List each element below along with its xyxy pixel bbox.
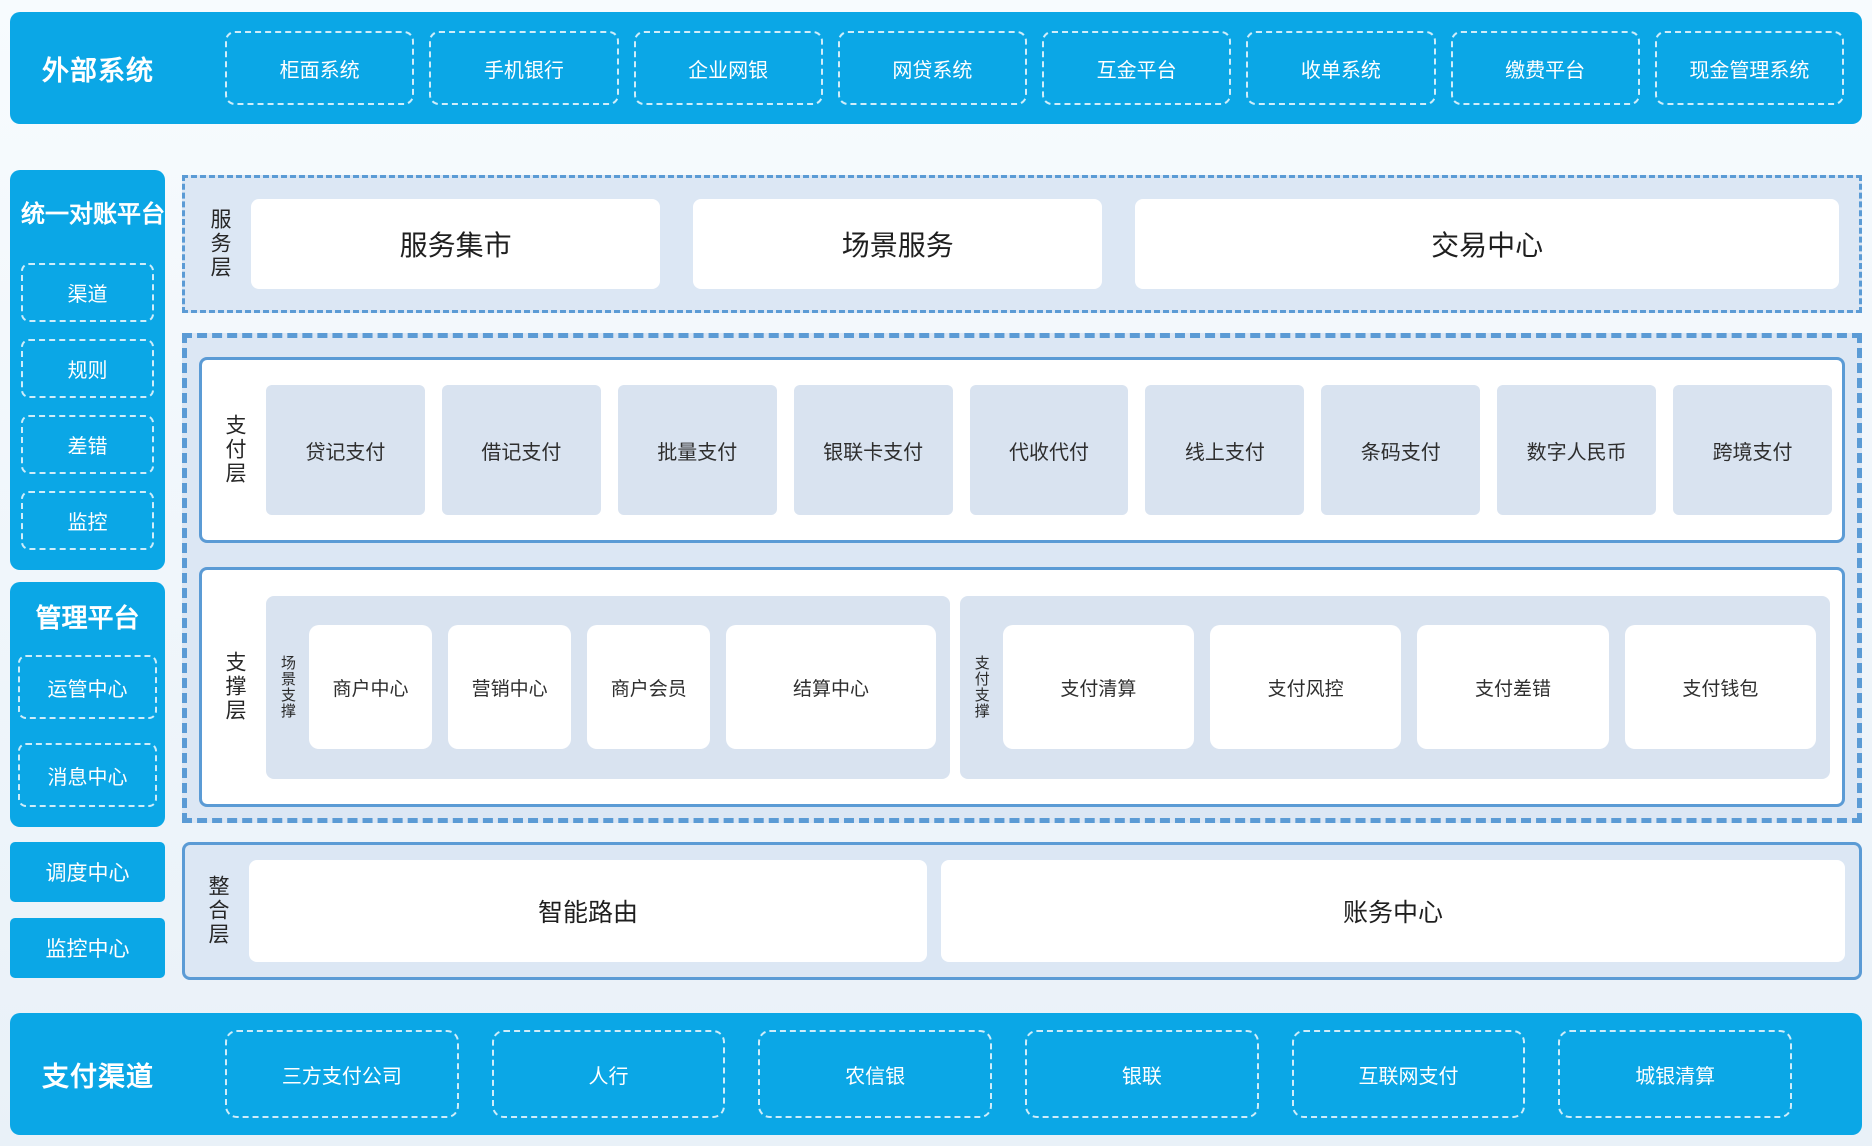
service-layer: 服务层 服务集市场景服务交易中心 — [182, 175, 1862, 313]
support-layer: 支撑层 场景支撑 商户中心营销中心商户会员结算中心 支付支撑 支付清算支付风控支… — [199, 567, 1845, 807]
scene-support-box: 商户会员 — [587, 625, 711, 749]
external-system-box: 柜面系统 — [225, 31, 415, 105]
support-groups: 场景支撑 商户中心营销中心商户会员结算中心 支付支撑 支付清算支付风控支付差错支… — [266, 595, 1830, 779]
payment-support-label: 支付支撑 — [972, 655, 991, 719]
payment-box: 条码支付 — [1321, 385, 1481, 515]
dispatch-center-box: 调度中心 — [10, 842, 165, 902]
reconciliation-item-box: 监控 — [21, 491, 154, 550]
scene-support-box: 结算中心 — [726, 625, 936, 749]
external-system-box: 手机银行 — [429, 31, 619, 105]
payment-support-box: 支付差错 — [1417, 625, 1609, 749]
management-platform-panel: 管理平台 运管中心消息中心 — [10, 582, 165, 827]
payment-channels-items: 三方支付公司人行农信银银联互联网支付城银清算 — [225, 1030, 1862, 1118]
service-box: 服务集市 — [251, 199, 661, 289]
external-systems-title: 外部系统 — [42, 55, 154, 87]
payment-channel-box: 互联网支付 — [1291, 1030, 1526, 1118]
payment-channel-box: 银联 — [1025, 1030, 1259, 1118]
external-system-box: 互金平台 — [1042, 31, 1232, 105]
payment-channel-box: 农信银 — [758, 1030, 993, 1118]
payment-box: 借记支付 — [441, 385, 601, 515]
service-layer-label: 服务层 — [208, 208, 232, 280]
reconciliation-platform-panel: 统一对账平台 渠道规则差错监控 — [10, 170, 165, 570]
reconciliation-item-box: 规则 — [21, 339, 154, 398]
management-platform-title: 管理平台 — [35, 604, 140, 634]
integration-layer-items: 智能路由账务中心 — [249, 860, 1845, 962]
payment-box: 贷记支付 — [266, 385, 425, 515]
integration-layer: 整合层 智能路由账务中心 — [182, 842, 1862, 980]
scene-support-group: 场景支撑 商户中心营销中心商户会员结算中心 — [266, 595, 950, 779]
payment-support-box: 支付风控 — [1210, 625, 1402, 749]
external-system-box: 网贷系统 — [837, 31, 1027, 105]
payment-channel-box: 人行 — [491, 1030, 726, 1118]
payment-channels-bar: 支付渠道 三方支付公司人行农信银银联互联网支付城银清算 — [10, 1013, 1862, 1135]
scene-support-items: 商户中心营销中心商户会员结算中心 — [309, 625, 936, 749]
external-systems-bar: 外部系统 柜面系统手机银行企业网银网贷系统互金平台收单系统缴费平台现金管理系统 — [10, 12, 1862, 124]
main-diagram-area: 服务层 服务集市场景服务交易中心 支付层 贷记支付借记支付批量支付银联卡支付代收… — [182, 175, 1862, 980]
payment-support-box: 支付清算 — [1002, 625, 1195, 749]
payment-box: 线上支付 — [1145, 385, 1305, 515]
payment-channel-box: 城银清算 — [1558, 1030, 1793, 1118]
management-item-box: 消息中心 — [18, 743, 157, 807]
external-system-box: 收单系统 — [1246, 31, 1436, 105]
scene-support-box: 商户中心 — [309, 625, 433, 749]
payment-box: 跨境支付 — [1673, 385, 1833, 515]
external-system-box: 企业网银 — [633, 31, 823, 105]
support-layer-label: 支撑层 — [223, 651, 247, 723]
payment-box: 数字人民币 — [1497, 385, 1657, 515]
payment-layer-items: 贷记支付借记支付批量支付银联卡支付代收代付线上支付条码支付数字人民币跨境支付 — [266, 385, 1833, 515]
left-sidebar: 统一对账平台 渠道规则差错监控 管理平台 运管中心消息中心 调度中心 监控中心 — [10, 170, 165, 978]
external-systems-items: 柜面系统手机银行企业网银网贷系统互金平台收单系统缴费平台现金管理系统 — [225, 31, 1862, 105]
payment-layer-label: 支付层 — [223, 414, 247, 486]
payment-box: 代收代付 — [969, 385, 1129, 515]
service-box: 交易中心 — [1135, 199, 1839, 289]
external-system-box: 缴费平台 — [1450, 31, 1640, 105]
service-layer-items: 服务集市场景服务交易中心 — [251, 199, 1839, 289]
integration-box: 账务中心 — [941, 860, 1845, 962]
payment-support-box: 支付钱包 — [1624, 625, 1816, 749]
external-system-box: 现金管理系统 — [1654, 31, 1844, 105]
management-items: 运管中心消息中心 — [18, 655, 157, 807]
payment-layer: 支付层 贷记支付借记支付批量支付银联卡支付代收代付线上支付条码支付数字人民币跨境… — [199, 357, 1845, 543]
integration-box: 智能路由 — [249, 860, 927, 962]
payment-box: 银联卡支付 — [793, 385, 953, 515]
payment-support-container: 支付层 贷记支付借记支付批量支付银联卡支付代收代付线上支付条码支付数字人民币跨境… — [182, 333, 1862, 823]
scene-support-box: 营销中心 — [448, 625, 572, 749]
reconciliation-items: 渠道规则差错监控 — [21, 263, 154, 550]
integration-layer-label: 整合层 — [206, 875, 230, 947]
reconciliation-item-box: 差错 — [21, 415, 154, 474]
service-box: 场景服务 — [693, 199, 1103, 289]
payment-box: 批量支付 — [617, 385, 777, 515]
reconciliation-item-box: 渠道 — [21, 263, 154, 322]
management-item-box: 运管中心 — [18, 655, 157, 719]
payment-channels-title: 支付渠道 — [42, 1061, 154, 1093]
payment-support-group: 支付支撑 支付清算支付风控支付差错支付钱包 — [959, 595, 1830, 779]
payment-channel-box: 三方支付公司 — [225, 1030, 459, 1118]
monitor-center-box: 监控中心 — [10, 918, 165, 978]
scene-support-label: 场景支撑 — [279, 655, 297, 719]
reconciliation-platform-title: 统一对账平台 — [21, 200, 165, 228]
payment-support-items: 支付清算支付风控支付差错支付钱包 — [1002, 625, 1816, 749]
